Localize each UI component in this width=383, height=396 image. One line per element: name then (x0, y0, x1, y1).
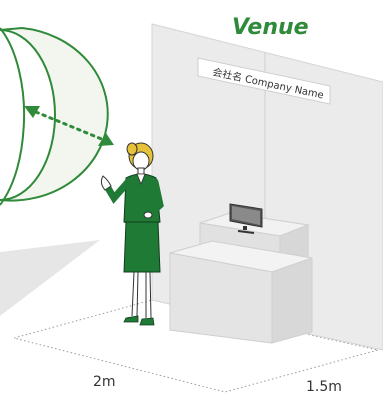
speaker-circle-fragment (0, 26, 109, 202)
interaction-arrow (24, 106, 114, 146)
depth-dimension-label: 1.5m (306, 379, 342, 395)
projection-beam (0, 240, 100, 316)
person-figure (100, 142, 164, 326)
speaker-circle-edge (0, 27, 26, 206)
venue-title: Venue (232, 15, 309, 40)
podium-lower-side (271, 257, 313, 344)
company-sign (197, 57, 331, 105)
width-dimension-label: 2m (93, 374, 116, 390)
monitor-icon (229, 203, 263, 234)
